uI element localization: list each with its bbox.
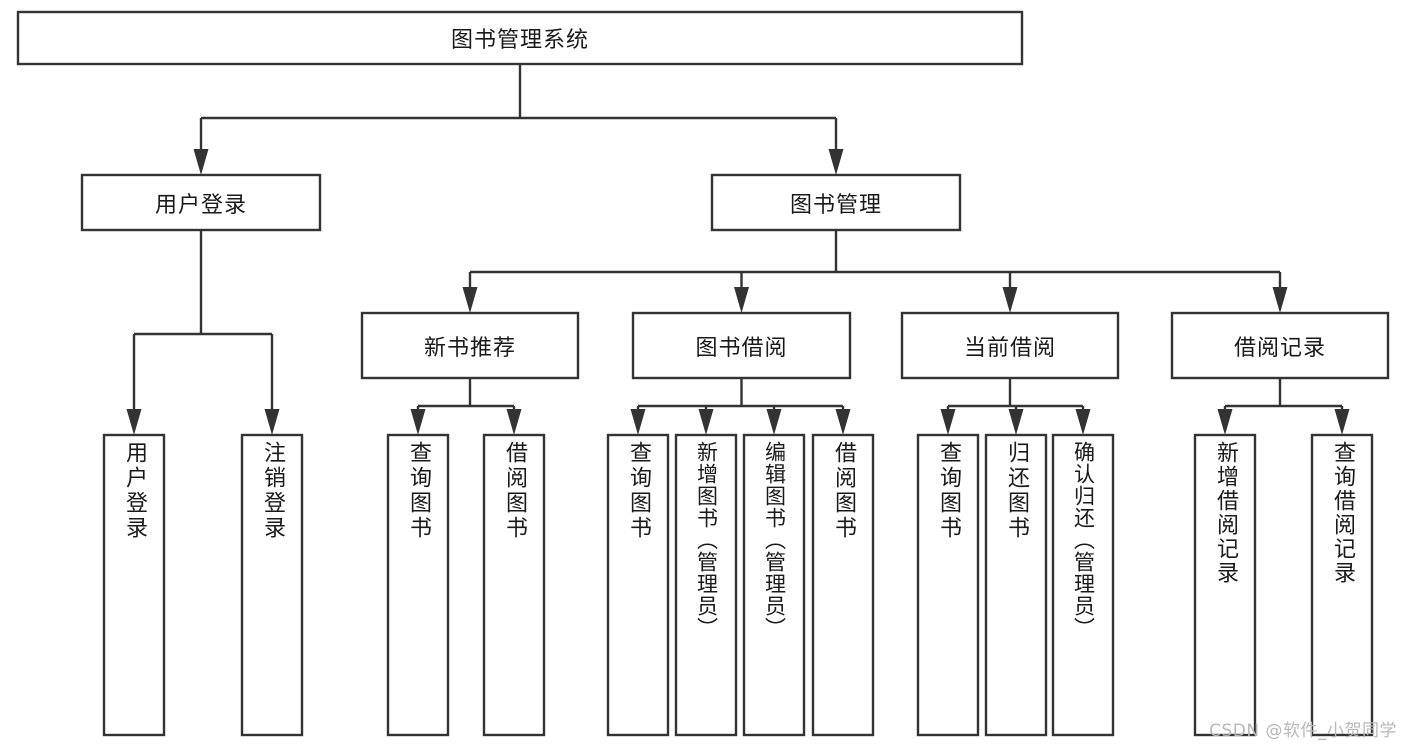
node-box-new-book-rec[interactable] (360, 311, 580, 380)
node-box-user-login[interactable] (80, 173, 322, 232)
arrow-head-icon (828, 149, 844, 175)
node-box-leaf-current-return[interactable] (984, 433, 1048, 737)
node-layer (16, 10, 1390, 737)
arrow-head-icon (1272, 287, 1288, 313)
node-box-leaf-user-login[interactable] (102, 433, 166, 737)
node-box-book-borrow[interactable] (631, 311, 852, 380)
arrow-head-icon (1217, 409, 1233, 435)
node-box-leaf-record-add[interactable] (1193, 433, 1257, 737)
arrow-head-icon (940, 409, 956, 435)
node-box-root[interactable] (16, 10, 1024, 66)
arrow-head-icon (698, 409, 714, 435)
node-box-leaf-borrow-do[interactable] (811, 433, 875, 737)
node-box-leaf-rec-query[interactable] (386, 433, 450, 737)
node-box-leaf-current-confirm[interactable] (1051, 433, 1115, 737)
node-box-borrow-record[interactable] (1170, 311, 1390, 380)
arrow-head-icon (734, 287, 749, 313)
arrow-head-icon (1002, 287, 1018, 313)
node-box-current-borrow[interactable] (900, 311, 1120, 380)
arrow-head-icon (1008, 409, 1024, 435)
arrow-head-icon (630, 409, 646, 435)
node-box-leaf-current-query[interactable] (916, 433, 980, 737)
arrow-head-icon (1075, 409, 1091, 435)
node-box-leaf-rec-borrow[interactable] (482, 433, 546, 737)
arrow-head-icon (766, 409, 782, 435)
arrow-head-icon (506, 409, 522, 435)
arrow-head-icon (835, 409, 851, 435)
node-box-leaf-borrow-query[interactable] (606, 433, 670, 737)
arrow-head-icon (264, 409, 280, 435)
arrow-head-icon (1334, 409, 1350, 435)
connector-layer (126, 64, 1350, 435)
arrow-head-icon (193, 149, 209, 175)
node-box-book-manage[interactable] (710, 173, 962, 232)
arrow-head-icon (410, 409, 426, 435)
node-box-leaf-record-query[interactable] (1310, 433, 1374, 737)
node-box-leaf-logout[interactable] (240, 433, 304, 737)
arrow-head-icon (462, 287, 478, 313)
node-box-leaf-borrow-edit[interactable] (742, 433, 806, 737)
node-box-leaf-borrow-add[interactable] (674, 433, 738, 737)
arrow-head-icon (126, 409, 142, 435)
